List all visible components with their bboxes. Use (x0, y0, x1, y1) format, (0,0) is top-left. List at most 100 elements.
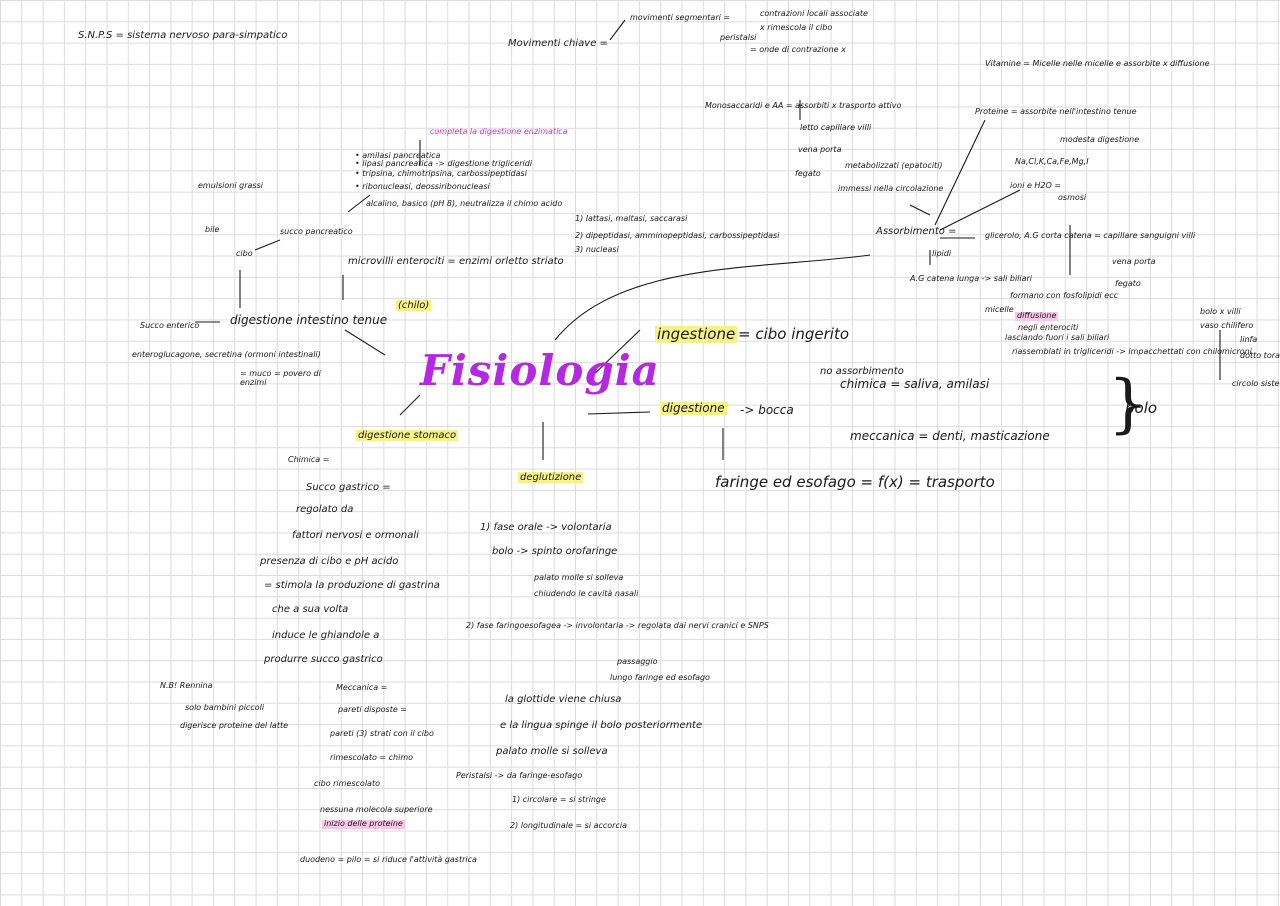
note-lasciando: lasciando fuori i sali biliari (1005, 333, 1110, 342)
note-peristalsi: peristalsi (720, 33, 757, 42)
note-bile: bile (205, 225, 220, 234)
note-rimescolato: rimescolato = chimo (330, 753, 414, 762)
note-circolazione: circolo sistemico (1232, 379, 1280, 388)
note-completa: completa la digestione enzimatica (430, 127, 568, 136)
note-duodeno: duodeno = pilo = si riduce l'attività ga… (300, 855, 477, 864)
note-snps: S.N.P.S = sistema nervoso para-simpatico (78, 30, 288, 41)
note-bolo-spinto: bolo -> spinto orofaringe (492, 546, 618, 557)
note-peristalsi2: Peristalsi -> da faringe-esofago (456, 771, 583, 780)
note-linfa: linfa (1240, 335, 1258, 344)
page-title: Fisiologia (420, 346, 660, 395)
note-induce: induce le ghiandole a (272, 630, 380, 641)
note-alcalino: alcalino, basico (pH 8), neutralizza il … (366, 199, 563, 208)
note-letto-capillare: letto capillare villi (800, 123, 872, 132)
note-bolo: bolo (1125, 399, 1158, 417)
note-meccanica: meccanica = denti, masticazione (850, 429, 1050, 443)
note-metabolizzati: metabolizzati (epatociti) (845, 161, 943, 170)
note-monosaccaridi: Monosaccaridi e AA = assorbiti x traspor… (705, 101, 902, 110)
note-cibo-ingerito: = cibo ingerito (738, 325, 850, 343)
note-movimenti-segmentari: movimenti segmentari = (630, 13, 731, 22)
note-la-glottide: la glottide viene chiusa (505, 694, 622, 705)
note-lingua: e la lingua spinge il bolo posteriorment… (500, 720, 703, 731)
note-osmosi: osmosi (1058, 193, 1087, 202)
note-riassemblati: riassemblati in trigliceridi -> impacche… (1012, 347, 1252, 356)
note-digestione: digestione (660, 401, 727, 416)
note-fase-faringo: 2) fase faringoesofagea -> involontaria … (466, 621, 769, 630)
note-deglutizione: deglutizione (518, 472, 584, 483)
note-emulsioni: emulsioni grassi (198, 181, 263, 190)
note-vitamine: Vitamine = Micelle nelle micelle e assor… (985, 59, 1210, 68)
note-microvilli: microvilli enterociti = enzimi orletto s… (348, 256, 564, 267)
note-pareti-disposte: pareti disposte = (338, 705, 408, 714)
note-muco: = muco = povero di enzimi (240, 369, 321, 387)
note-chimica2: Chimica = (288, 455, 330, 464)
note-lipasi: • lipasi pancreatica -> digestione trigl… (355, 159, 533, 168)
note-ingestione: ingestione (655, 325, 738, 343)
note-enteroglucagone: enteroglucagone, secretina (ormoni intes… (132, 350, 321, 359)
note-negli-enterociti: negli enterociti (1018, 323, 1079, 332)
note-cibo: cibo (236, 249, 253, 258)
note-ioni-h2o: ioni e H2O = (1010, 181, 1062, 190)
note-digestione-stomaco: digestione stomaco (356, 430, 459, 441)
note-inizio-proteine: inizio delle proteine (322, 819, 405, 829)
note-solo-bambini: solo bambini piccoli (185, 703, 265, 712)
note-formano: formano con fosfolipidi ecc (1010, 291, 1119, 300)
note-succo-enterico: Succo enterico (140, 321, 200, 330)
note-nb: N.B! Rennina (160, 681, 213, 690)
note-succo-pancreatico: succo pancreatico (280, 227, 353, 236)
note-meccanica2: Meccanica = (336, 683, 388, 692)
note-fegato2: fegato (1115, 279, 1141, 288)
note-chiudendo: chiudendo le cavità nasali (534, 589, 639, 598)
note-ag-catena: A.G catena lunga -> sali biliari (910, 274, 1033, 283)
note-rimescola: x rimescola il cibo (760, 23, 833, 32)
note-fegato: fegato (795, 169, 821, 178)
note-no-assorbimento: no assorbimento (820, 366, 904, 377)
note-movimenti-chiave: Movimenti chiave = (508, 38, 608, 49)
note-glicerolo: glicerolo, A.G corta catena = capillare … (985, 231, 1196, 240)
note-dotto: dotto toracico (1240, 351, 1280, 360)
note-na-cl: Na,Cl,K,Ca,Fe,Mg,I (1015, 157, 1089, 166)
note-immessi: immessi nella circolazione (838, 184, 944, 193)
note-vaso: vaso chilifero (1200, 321, 1254, 330)
note-fase-orale: 1) fase orale -> volontaria (480, 522, 612, 533)
note-contrazioni: contrazioni locali associate (760, 9, 868, 18)
note-proteine: Proteine = assorbite nell'intestino tenu… (975, 107, 1137, 116)
note-regolato: regolato da (296, 504, 354, 515)
note-pareti-3: pareti (3) strati con il cibo (330, 729, 434, 738)
note-produrre: produrre succo gastrico (264, 654, 383, 665)
note-faringe: faringe ed esofago = f(x) = trasporto (715, 473, 995, 491)
note-succo-gastrico: Succo gastrico = (306, 482, 391, 493)
note-dipeptidasi: 2) dipeptidasi, amminopeptidasi, carboss… (575, 231, 780, 240)
note-digestione-tenue: digestione intestino tenue (230, 313, 388, 327)
bolo-brace-icon: } (1108, 367, 1149, 441)
note-palato-molle: palato molle si solleva (496, 746, 608, 757)
note-onde: = onde di contrazione x (750, 45, 846, 54)
note-tripsina: • tripsina, chimotripsina, carbossipepti… (355, 169, 527, 178)
note-palato: palato molle si solleva (534, 573, 624, 582)
note-nucleasi: 3) nucleasi (575, 245, 619, 254)
note-micelle: micelle (985, 305, 1014, 314)
note-diffusione: diffusione (1015, 311, 1059, 321)
note-presenza: presenza di cibo e pH acido (260, 556, 399, 567)
note-stimolo: = stimola la produzione di gastrina (264, 580, 440, 591)
note-circolare: 1) circolare = si stringe (512, 795, 606, 804)
note-passaggio: passaggio (617, 657, 658, 666)
note-modesta: modesta digestione (1060, 135, 1140, 144)
note-che-a-sua: che a sua volta (272, 604, 349, 615)
note-nessuna: nessuna molecola superiore (320, 805, 433, 814)
note-bocca: -> bocca (740, 403, 794, 417)
note-assorbimento: Assorbimento = (876, 226, 957, 237)
note-fattori: fattori nervosi e ormonali (292, 530, 419, 541)
note-bolo-villi: bolo x villi (1200, 307, 1241, 316)
note-digerisce: digerisce proteine del latte (180, 721, 289, 730)
note-lungo: lungo faringe ed esofago (610, 673, 710, 682)
note-lattasi: 1) lattasi, maltasi, saccarasi (575, 214, 688, 223)
note-vena-porta2: vena porta (1112, 257, 1156, 266)
note-longitudinale: 2) longitudinale = si accorcia (510, 821, 627, 830)
note-chilo: (chilo) (396, 300, 432, 311)
note-cibo-rimescolato: cibo rimescolato (314, 779, 380, 788)
note-chimica: chimica = saliva, amilasi (840, 377, 990, 391)
note-amilasi: • amilasi pancreatica (355, 151, 441, 160)
note-vena-porta: vena porta (798, 145, 842, 154)
